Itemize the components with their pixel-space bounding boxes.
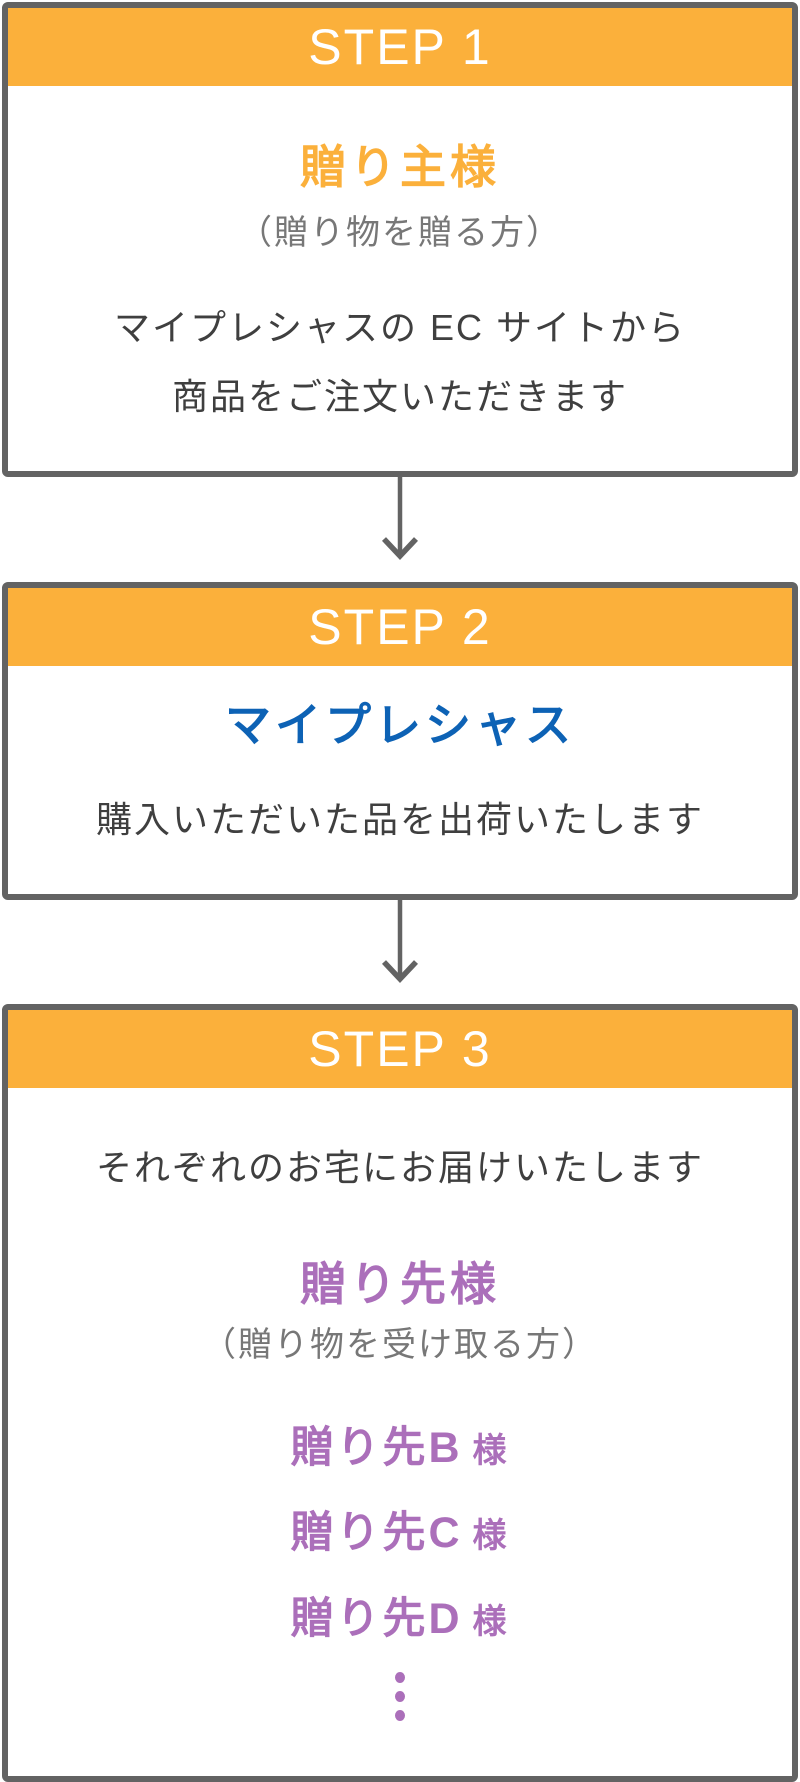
company-title: マイプレシャス bbox=[225, 699, 575, 751]
step-3-header: STEP 3 bbox=[8, 1010, 792, 1088]
step-1-header-label: STEP 1 bbox=[308, 19, 492, 75]
step-3-description: それぞれのお宅にお届けいたします bbox=[95, 1147, 704, 1188]
recipient-name: 贈り先B bbox=[290, 1423, 463, 1472]
step-1-description: マイプレシャスの EC サイトから 商品をご注文いただきます bbox=[28, 293, 772, 431]
ellipsis-dot bbox=[395, 1690, 405, 1702]
step-1-description-line-1: マイプレシャスの EC サイトから bbox=[113, 307, 686, 349]
step-2-description: 購入いただいた品を出荷いたします bbox=[95, 799, 704, 841]
step-1-description-line-2: 商品をご注文いただきます bbox=[171, 376, 628, 418]
step-1-content: 贈り主様 （贈り物を贈る方） マイプレシャスの EC サイトから 商品をご注文い… bbox=[8, 140, 792, 432]
step-2-content: マイプレシャス 購入いただいた品を出荷いたします bbox=[8, 698, 792, 846]
step-3-card: STEP 3 それぞれのお宅にお届けいたします 贈り先様 （贈り物を受け取る方）… bbox=[2, 1004, 798, 1782]
recipient-name: 贈り先C bbox=[290, 1509, 463, 1558]
recipient-title: 贈り先様 bbox=[300, 1258, 500, 1311]
sender-title: 贈り主様 bbox=[300, 141, 500, 193]
sender-note: （贈り物を贈る方） bbox=[238, 214, 562, 253]
step-1-card: STEP 1 贈り主様 （贈り物を贈る方） マイプレシャスの EC サイトから … bbox=[2, 2, 798, 477]
recipient-suffix: 様 bbox=[472, 1517, 510, 1556]
step-2-header-label: STEP 2 bbox=[308, 599, 492, 655]
recipient-suffix: 様 bbox=[472, 1602, 510, 1641]
vertical-ellipsis-icon bbox=[28, 1671, 772, 1729]
step-2-header: STEP 2 bbox=[8, 588, 792, 666]
recipient-name: 贈り先D bbox=[290, 1594, 463, 1643]
recipient-suffix: 様 bbox=[472, 1431, 510, 1470]
step-2-card: STEP 2 マイプレシャス 購入いただいた品を出荷いたします bbox=[2, 582, 798, 900]
ellipsis-dot bbox=[395, 1671, 405, 1683]
recipient-note: （贈り物を受け取る方） bbox=[202, 1325, 598, 1364]
arrow-down-icon bbox=[381, 477, 419, 561]
ellipsis-dot bbox=[395, 1709, 405, 1721]
step-1-header: STEP 1 bbox=[8, 8, 792, 86]
arrow-down-icon bbox=[381, 900, 419, 984]
step-3-header-label: STEP 3 bbox=[308, 1021, 492, 1077]
